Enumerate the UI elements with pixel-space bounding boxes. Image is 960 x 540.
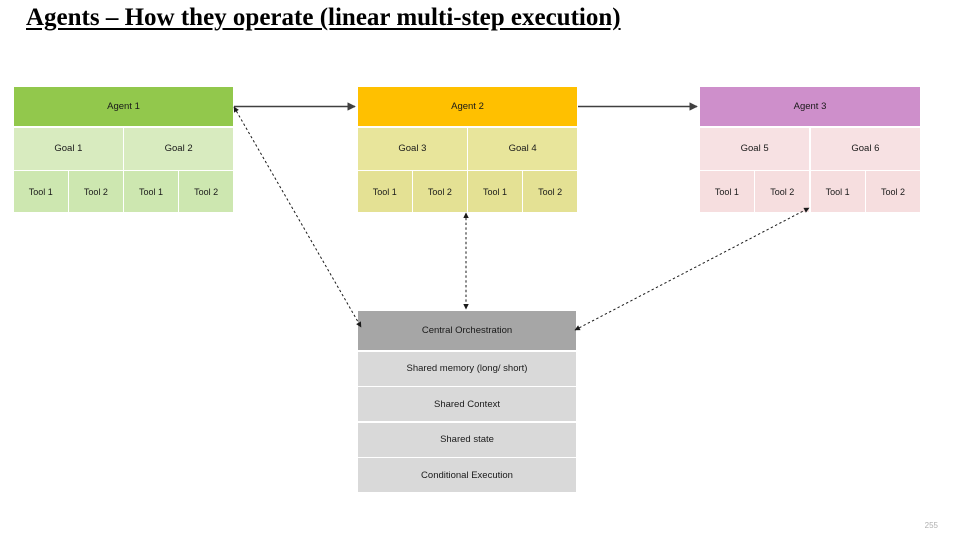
agent-card-3[interactable]: Agent 3 Goal 5 Goal 6 Tool 1 Tool 2 Tool… (700, 87, 920, 212)
agent-2-header[interactable]: Agent 2 (358, 87, 577, 126)
agent-1-tool-row: Tool 1 Tool 2 Tool 1 Tool 2 (14, 171, 233, 212)
agent-3-tool-1[interactable]: Tool 1 (700, 171, 754, 212)
agent-3-tool-3[interactable]: Tool 1 (810, 171, 865, 212)
agent-2-goal-row: Goal 3 Goal 4 (358, 127, 577, 170)
orchestration-row-shared-state[interactable]: Shared state (358, 422, 576, 457)
orchestration-row-shared-memory[interactable]: Shared memory (long/ short) (358, 351, 576, 386)
agent-2-tool-2[interactable]: Tool 2 (413, 171, 467, 212)
agent-3-tool-row: Tool 1 Tool 2 Tool 1 Tool 2 (700, 171, 920, 212)
agent-3-goal-1[interactable]: Goal 5 (700, 127, 810, 170)
agent-2-tool-4[interactable]: Tool 2 (523, 171, 577, 212)
agent-2-goal-1[interactable]: Goal 3 (358, 127, 467, 170)
agent-2-tool-row: Tool 1 Tool 2 Tool 1 Tool 2 (358, 171, 577, 212)
agent-1-goal-1[interactable]: Goal 1 (14, 127, 123, 170)
agent-3-header[interactable]: Agent 3 (700, 87, 920, 126)
agent-1-goal-row: Goal 1 Goal 2 (14, 127, 233, 170)
agent-1-tool-1[interactable]: Tool 1 (14, 171, 68, 212)
page-number: 255 (924, 521, 938, 530)
arrow-agent1-to-orchestration (233, 106, 362, 328)
agent-3-goal-row: Goal 5 Goal 6 (700, 127, 920, 170)
arrow-agent3-to-orchestration (574, 207, 810, 331)
agent-1-goal-2[interactable]: Goal 2 (124, 127, 233, 170)
page-title: Agents – How they operate (linear multi-… (26, 4, 621, 31)
agent-2-tool-3[interactable]: Tool 1 (468, 171, 522, 212)
orchestration-row-shared-context[interactable]: Shared Context (358, 387, 576, 421)
orchestration-row-conditional-execution[interactable]: Conditional Execution (358, 458, 576, 492)
agent-3-goal-2[interactable]: Goal 6 (810, 127, 920, 170)
agent-2-goal-2[interactable]: Goal 4 (468, 127, 577, 170)
agent-3-tool-2[interactable]: Tool 2 (755, 171, 810, 212)
agent-1-tool-4[interactable]: Tool 2 (179, 171, 233, 212)
agent-2-tool-1[interactable]: Tool 1 (358, 171, 412, 212)
agent-3-tool-4[interactable]: Tool 2 (866, 171, 920, 212)
agent-card-1[interactable]: Agent 1 Goal 1 Goal 2 Tool 1 Tool 2 Tool… (14, 87, 233, 212)
orchestration-header[interactable]: Central Orchestration (358, 311, 576, 350)
agent-1-tool-3[interactable]: Tool 1 (124, 171, 178, 212)
agent-1-tool-2[interactable]: Tool 2 (69, 171, 123, 212)
central-orchestration-stack[interactable]: Central Orchestration Shared memory (lon… (358, 311, 576, 492)
agent-card-2[interactable]: Agent 2 Goal 3 Goal 4 Tool 1 Tool 2 Tool… (358, 87, 577, 212)
agent-1-header[interactable]: Agent 1 (14, 87, 233, 126)
